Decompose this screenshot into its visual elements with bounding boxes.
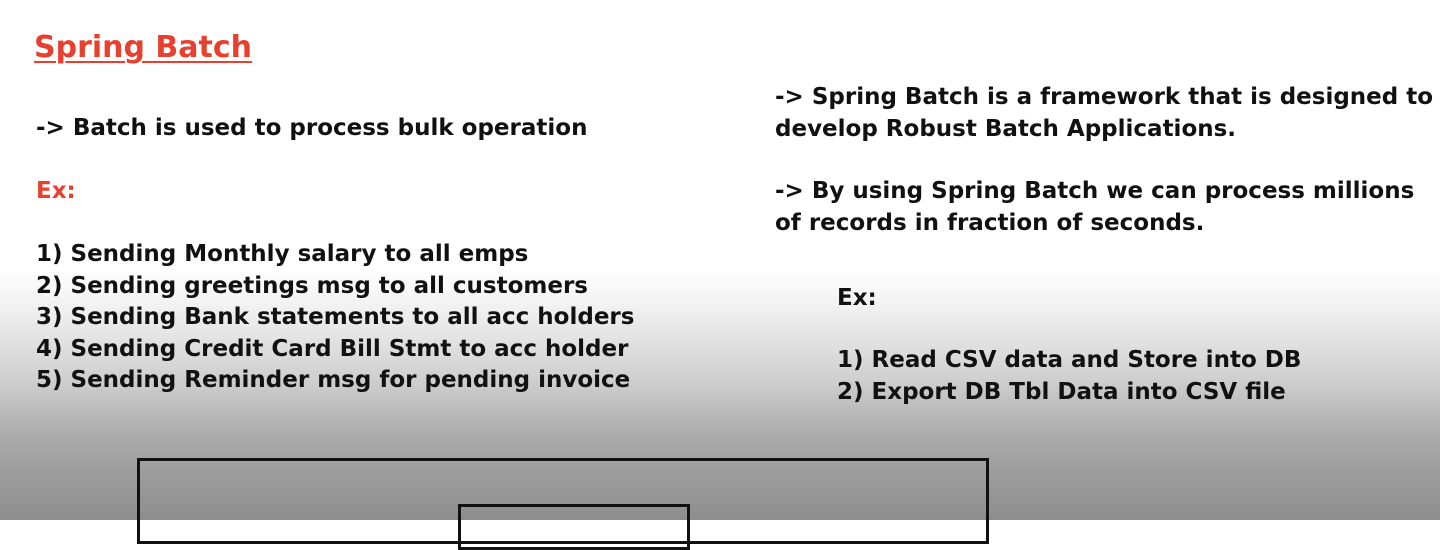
list-item: 2) Sending greetings msg to all customer… bbox=[36, 272, 588, 299]
text-line: -> By using Spring Batch we can process … bbox=[775, 178, 1415, 204]
left-ex-label: Ex: bbox=[36, 178, 76, 204]
spring-batch-capability: -> By using Spring Batch we can process … bbox=[775, 176, 1414, 239]
list-item: 4) Sending Credit Card Bill Stmt to acc … bbox=[36, 335, 629, 362]
right-ex-label: Ex: bbox=[837, 285, 877, 311]
batch-definition: -> Batch is used to process bulk operati… bbox=[36, 115, 588, 141]
spring-batch-examples-list: 1) Read CSV data and Store into DB 2) Ex… bbox=[837, 345, 1301, 408]
diagram-inner-box bbox=[458, 504, 690, 550]
list-item: 3) Sending Bank statements to all acc ho… bbox=[36, 304, 635, 330]
text-line: -> Spring Batch is a framework that is d… bbox=[775, 84, 1434, 110]
page-title: Spring Batch bbox=[34, 30, 253, 65]
spring-batch-definition: -> Spring Batch is a framework that is d… bbox=[775, 82, 1433, 145]
text-line: develop Robust Batch Applications. bbox=[775, 115, 1237, 142]
list-item: 1) Sending Monthly salary to all emps bbox=[36, 241, 529, 267]
list-item: 2) Export DB Tbl Data into CSV file bbox=[837, 378, 1286, 405]
batch-examples-list: 1) Sending Monthly salary to all emps 2)… bbox=[36, 239, 634, 397]
list-item: 1) Read CSV data and Store into DB bbox=[837, 347, 1302, 373]
list-item: 5) Sending Reminder msg for pending invo… bbox=[36, 367, 631, 393]
text-line: of records in fraction of seconds. bbox=[775, 209, 1205, 236]
